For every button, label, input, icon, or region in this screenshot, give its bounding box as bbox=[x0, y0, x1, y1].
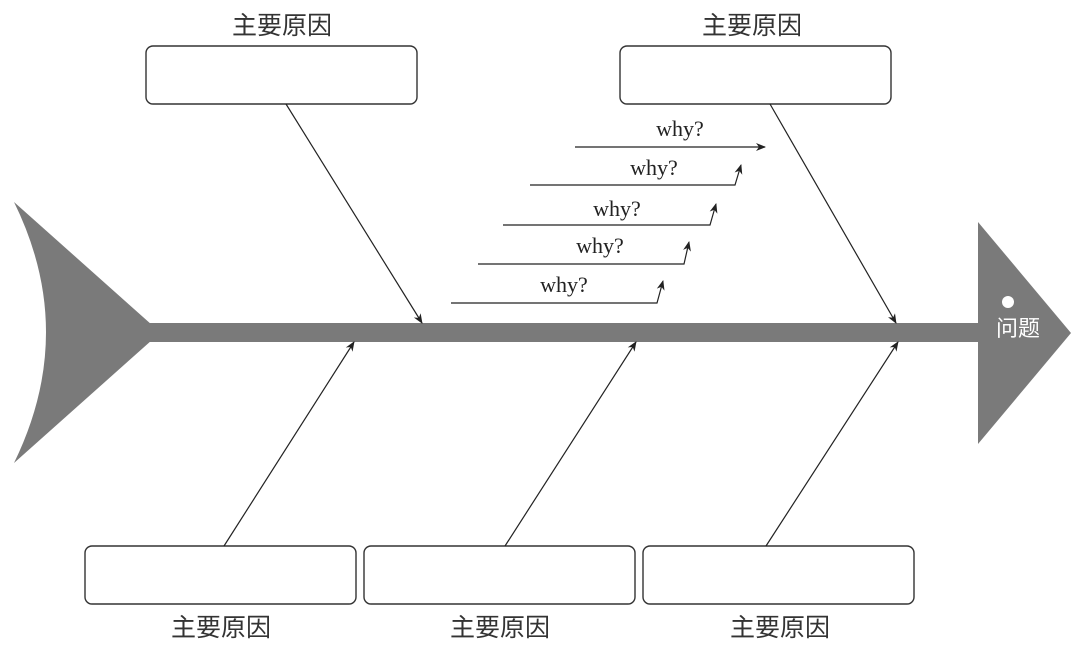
bottom-bone-2 bbox=[504, 341, 637, 547]
why-label-4: why? bbox=[630, 155, 678, 180]
top-cause-box-2[interactable] bbox=[619, 45, 892, 105]
why-chain: why? why? why? why? why? bbox=[451, 116, 766, 304]
why-label-2: why? bbox=[576, 233, 624, 258]
why-line-3 bbox=[503, 203, 718, 226]
why-line-2 bbox=[478, 241, 691, 265]
problem-dot-icon bbox=[1002, 296, 1014, 308]
bottom-bone-3 bbox=[765, 341, 899, 547]
fish-head bbox=[978, 222, 1071, 444]
bottom-cause-label-2: 主要原因 bbox=[450, 613, 550, 642]
bottom-cause-box-3[interactable] bbox=[642, 545, 915, 605]
top-cause-label-1: 主要原因 bbox=[232, 11, 332, 40]
bottom-cause-box-1[interactable] bbox=[84, 545, 357, 605]
why-line-1 bbox=[451, 280, 665, 304]
fish-spine bbox=[140, 323, 985, 342]
why-label-1: why? bbox=[540, 272, 588, 297]
fish-tail bbox=[14, 202, 152, 463]
bottom-cause-label-1: 主要原因 bbox=[171, 613, 271, 642]
bottom-cause-label-3: 主要原因 bbox=[730, 613, 830, 642]
top-cause-label-2: 主要原因 bbox=[702, 11, 802, 40]
bottom-bone-1 bbox=[223, 341, 355, 547]
why-label-3: why? bbox=[593, 196, 641, 221]
why-line-4 bbox=[530, 164, 743, 186]
problem-label: 问题 bbox=[996, 317, 1040, 342]
top-bone-2 bbox=[769, 103, 897, 324]
why-label-5: why? bbox=[656, 116, 704, 141]
top-bone-1 bbox=[285, 103, 423, 324]
top-cause-box-1[interactable] bbox=[145, 45, 418, 105]
bottom-cause-box-2[interactable] bbox=[363, 545, 636, 605]
